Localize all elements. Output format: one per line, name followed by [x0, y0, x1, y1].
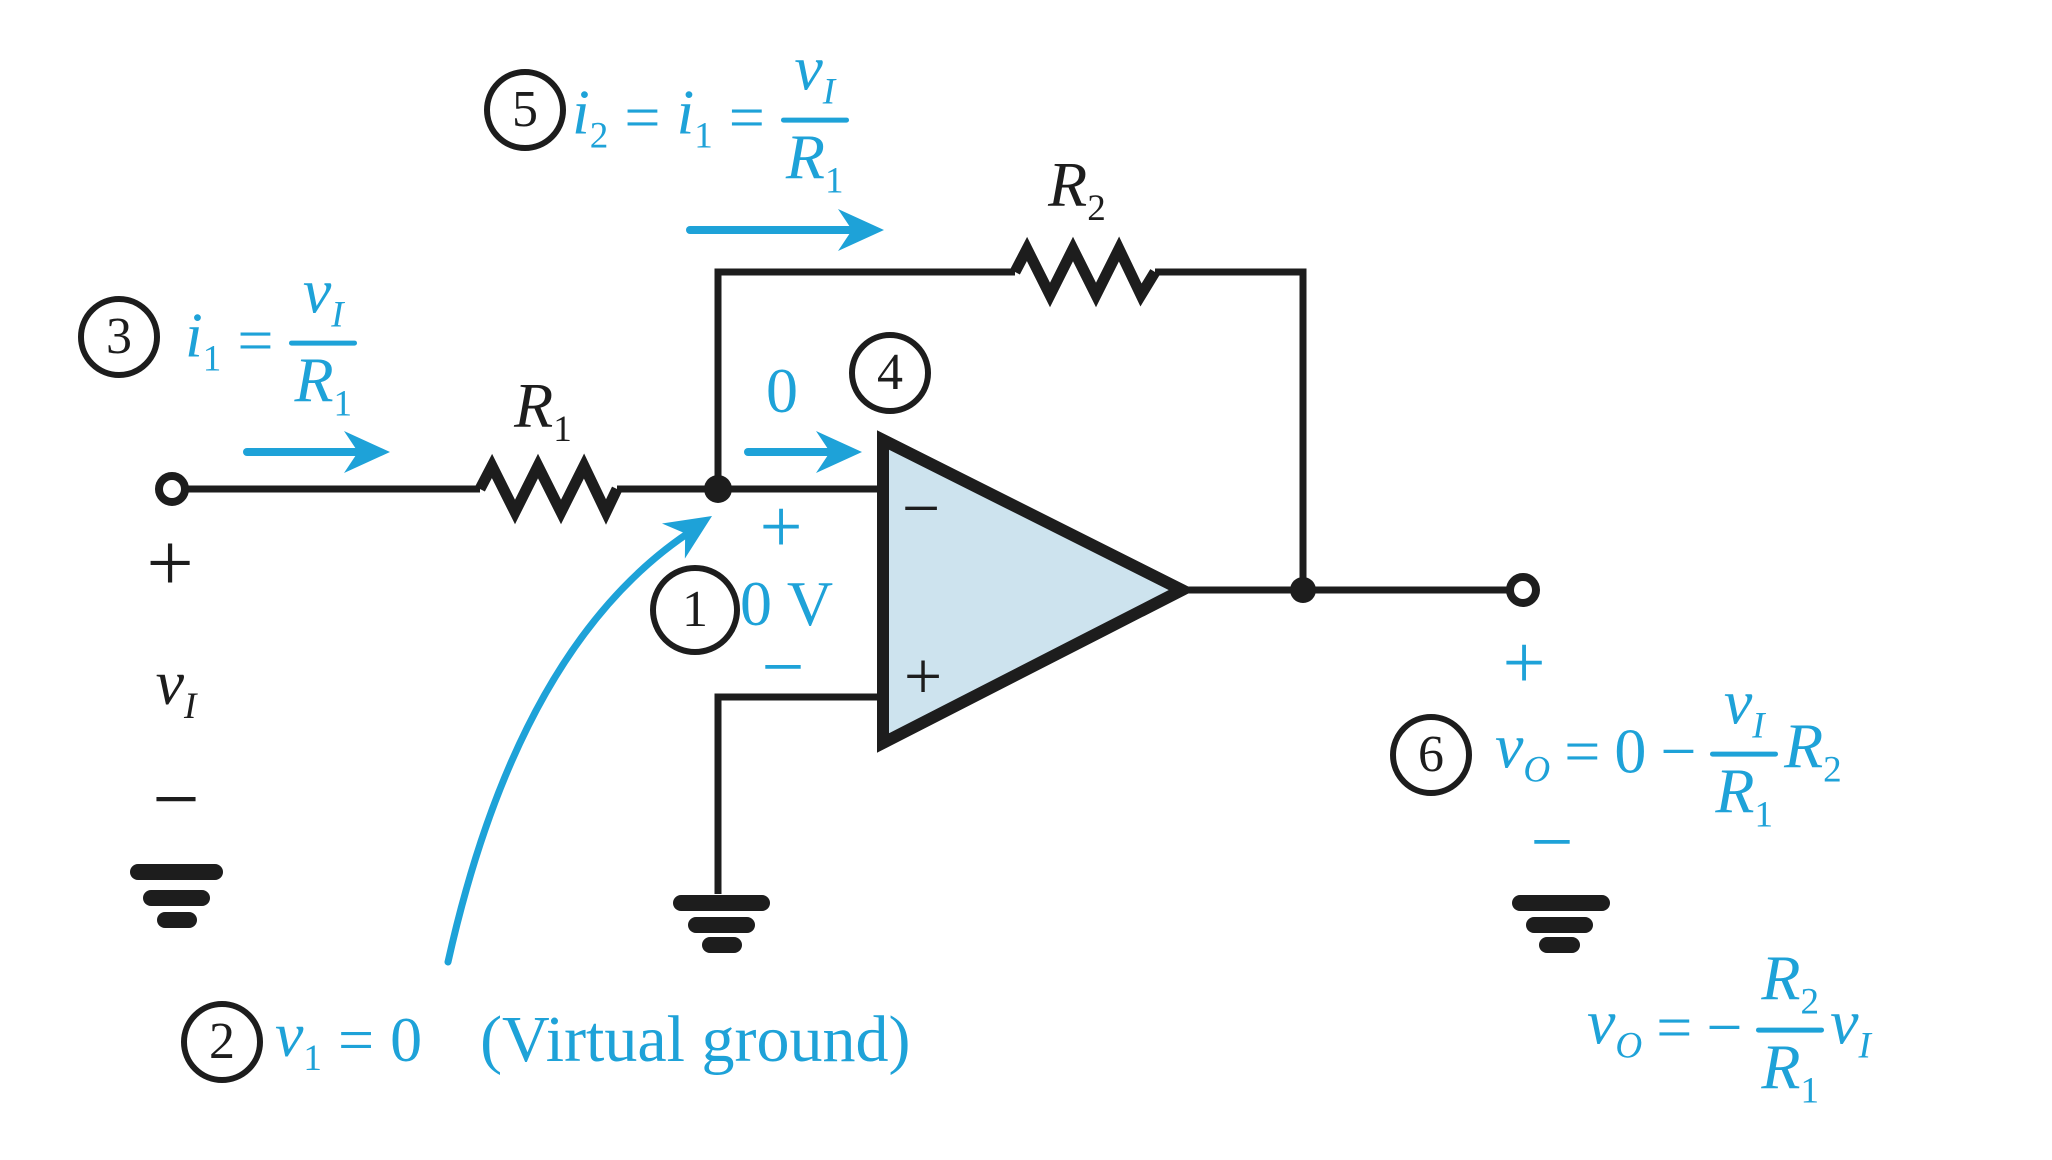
- opamp-inverting-input-label: −: [901, 470, 941, 546]
- input-source-label: vI: [155, 647, 197, 727]
- resistor-r2: [1010, 236, 1160, 308]
- resistor-r1: [475, 453, 622, 525]
- step-badge-2: 2: [181, 1001, 263, 1083]
- virtual-ground-pointer-arrowhead: [661, 516, 712, 559]
- resistor-r2-label: R2: [1048, 153, 1106, 227]
- input-minus-sign: −: [152, 753, 200, 846]
- fraction-vi-over-r1: vI R1: [780, 36, 849, 200]
- zero-current-arrowhead: [816, 431, 862, 473]
- opamp-triangle: [877, 430, 1196, 753]
- output-node-dot: [1290, 577, 1316, 603]
- step-2-number: 2: [209, 1013, 235, 1070]
- final-gain-equation: vO = − R2 R1 vI: [1587, 942, 1871, 1112]
- equals-sign: =: [1564, 716, 1601, 787]
- inverting-node-dot: [704, 475, 732, 503]
- step-5-equation: i2 = i1 = vI R1: [572, 36, 849, 200]
- noninverting-ground-icon: [673, 895, 770, 953]
- r1-symbol: R: [514, 370, 554, 442]
- zero-value: 0: [1614, 716, 1647, 787]
- output-terminal: [1506, 573, 1540, 607]
- minus-operator: −: [1706, 992, 1743, 1063]
- virtual-node-minus-sign: −: [761, 625, 805, 709]
- r2-subscript: 2: [1087, 187, 1106, 229]
- step-badge-4: 4: [849, 332, 931, 414]
- output-minus-sign: −: [1530, 800, 1574, 884]
- step-2-equation: v1 = 0 (Virtual ground): [275, 999, 911, 1079]
- zero-value: 0: [390, 1003, 423, 1075]
- current-i1-arrowhead: [344, 431, 390, 473]
- virtual-node-voltage-label: 0 V: [740, 568, 834, 639]
- fraction-r2-over-r1: R2 R1: [1756, 946, 1825, 1110]
- step-6-number: 6: [1418, 726, 1444, 783]
- step-3-number: 3: [106, 308, 132, 365]
- minus-operator: −: [1660, 716, 1697, 787]
- current-i2-arrowhead: [838, 209, 884, 251]
- step-badge-5: 5: [484, 69, 566, 151]
- fraction-vi-over-r1: vI R1: [1710, 670, 1779, 834]
- output-plus-sign: +: [1502, 621, 1546, 705]
- virtual-ground-note: (Virtual ground): [480, 1002, 911, 1076]
- input-plus-sign: +: [146, 517, 194, 610]
- equals-sign: =: [237, 305, 274, 376]
- input-ground-icon: [130, 864, 223, 928]
- step-3-equation: i1 = vI R1: [185, 259, 358, 423]
- step-1-number: 1: [682, 581, 708, 638]
- equals-sign: =: [337, 1003, 375, 1075]
- equals-sign: =: [728, 82, 765, 153]
- equals-sign: =: [624, 82, 661, 153]
- step-4-number: 4: [877, 344, 903, 401]
- step-5-number: 5: [512, 81, 538, 138]
- opamp-noninverting-input-label: +: [903, 638, 943, 714]
- step-badge-6: 6: [1390, 714, 1472, 796]
- virtual-node-plus-sign: +: [759, 485, 803, 569]
- fraction-vi-over-r1: vI R1: [289, 259, 358, 423]
- zero-current-label: 0: [766, 355, 798, 426]
- r2-symbol: R: [1048, 149, 1088, 221]
- step-badge-1: 1: [650, 565, 740, 655]
- noninverting-wire: [714, 693, 883, 894]
- step-badge-3: 3: [78, 296, 160, 378]
- input-terminal: [155, 472, 189, 506]
- resistor-r1-label: R1: [514, 374, 572, 448]
- r1-subscript: 1: [553, 408, 572, 450]
- virtual-ground-pointer-curve: [444, 524, 700, 966]
- equals-sign: =: [1656, 992, 1693, 1063]
- feedback-wire: [714, 268, 1307, 590]
- output-ground-icon: [1512, 895, 1610, 953]
- step-6-equation: vO = 0 − vI R1 R2: [1495, 666, 1842, 836]
